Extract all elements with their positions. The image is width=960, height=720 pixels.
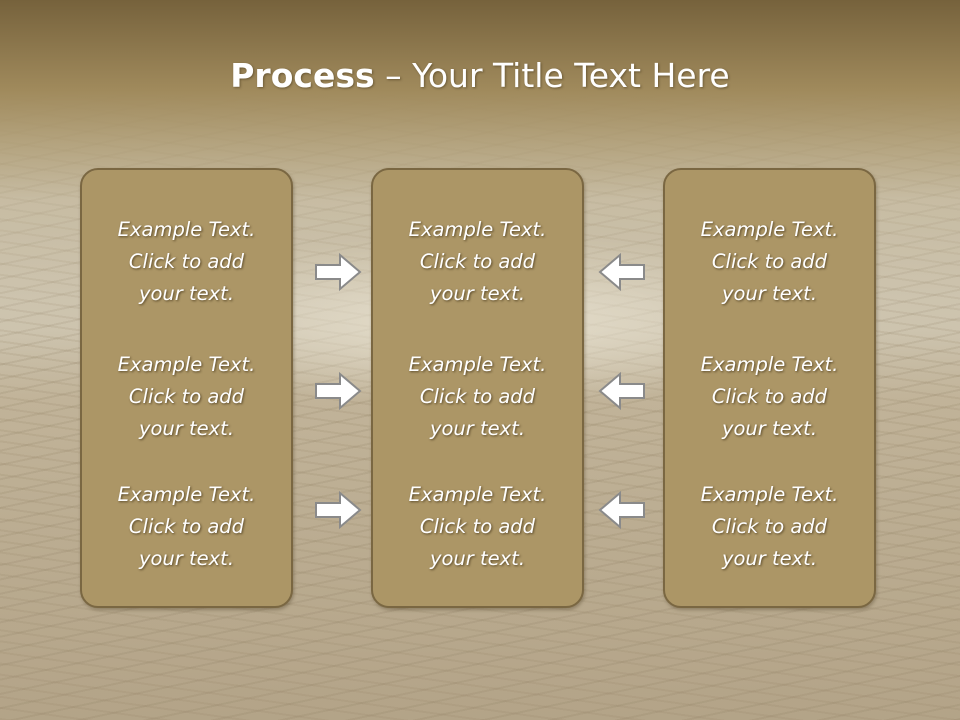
title-rest: – Your Title Text Here xyxy=(374,56,730,95)
right-panel: Example Text. Click to add your text. Ex… xyxy=(663,168,876,608)
placeholder-line: Example Text. xyxy=(117,353,256,376)
left-panel: Example Text. Click to add your text. Ex… xyxy=(80,168,293,608)
placeholder-line: Click to add xyxy=(711,385,828,408)
text-placeholder[interactable]: Example Text. Click to add your text. xyxy=(82,479,291,575)
arrow-left-icon xyxy=(598,490,646,530)
placeholder-line: your text. xyxy=(429,417,526,440)
placeholder-line: Click to add xyxy=(711,515,828,538)
text-placeholder[interactable]: Example Text. Click to add your text. xyxy=(665,349,874,445)
placeholder-line: Example Text. xyxy=(700,483,839,506)
placeholder-line: Click to add xyxy=(128,385,245,408)
placeholder-line: Click to add xyxy=(128,250,245,273)
placeholder-line: Example Text. xyxy=(408,218,547,241)
placeholder-line: your text. xyxy=(138,547,235,570)
arrow-left-icon xyxy=(598,252,646,292)
text-placeholder[interactable]: Example Text. Click to add your text. xyxy=(82,349,291,445)
arrow-right-icon xyxy=(314,490,362,530)
text-placeholder[interactable]: Example Text. Click to add your text. xyxy=(665,479,874,575)
text-placeholder[interactable]: Example Text. Click to add your text. xyxy=(373,214,582,310)
placeholder-line: Click to add xyxy=(711,250,828,273)
placeholder-line: Click to add xyxy=(128,515,245,538)
text-placeholder[interactable]: Example Text. Click to add your text. xyxy=(373,349,582,445)
placeholder-line: your text. xyxy=(721,282,818,305)
placeholder-line: Example Text. xyxy=(700,353,839,376)
arrow-right-icon xyxy=(314,371,362,411)
placeholder-line: Example Text. xyxy=(408,483,547,506)
placeholder-line: your text. xyxy=(429,282,526,305)
placeholder-line: your text. xyxy=(138,282,235,305)
placeholder-line: Example Text. xyxy=(700,218,839,241)
title-bold: Process xyxy=(230,56,375,95)
placeholder-line: your text. xyxy=(721,417,818,440)
placeholder-line: Example Text. xyxy=(408,353,547,376)
text-placeholder[interactable]: Example Text. Click to add your text. xyxy=(82,214,291,310)
center-panel: Example Text. Click to add your text. Ex… xyxy=(371,168,584,608)
text-placeholder[interactable]: Example Text. Click to add your text. xyxy=(373,479,582,575)
placeholder-line: Click to add xyxy=(419,385,536,408)
placeholder-line: Example Text. xyxy=(117,218,256,241)
slide-title[interactable]: Process – Your Title Text Here xyxy=(0,52,960,100)
placeholder-line: your text. xyxy=(721,547,818,570)
placeholder-line: your text. xyxy=(429,547,526,570)
arrow-left-icon xyxy=(598,371,646,411)
arrow-right-icon xyxy=(314,252,362,292)
placeholder-line: Example Text. xyxy=(117,483,256,506)
placeholder-line: Click to add xyxy=(419,250,536,273)
placeholder-line: Click to add xyxy=(419,515,536,538)
text-placeholder[interactable]: Example Text. Click to add your text. xyxy=(665,214,874,310)
placeholder-line: your text. xyxy=(138,417,235,440)
